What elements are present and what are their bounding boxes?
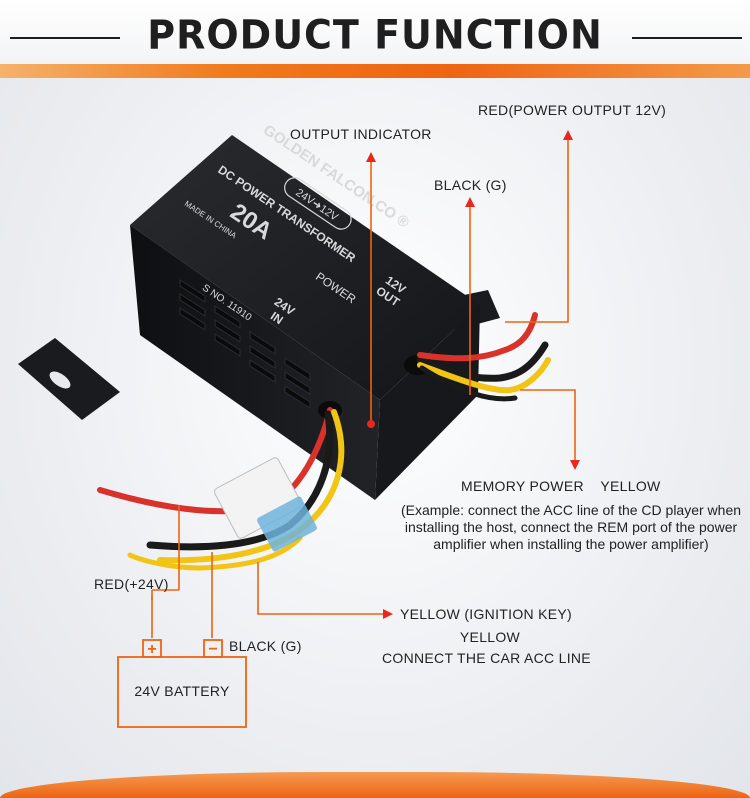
label-connect-acc: CONNECT THE CAR ACC LINE bbox=[382, 650, 591, 666]
page-title: PRODUCT FUNCTION bbox=[147, 11, 603, 59]
label-output-indicator: OUTPUT INDICATOR bbox=[290, 126, 432, 142]
leader-lines bbox=[151, 140, 576, 638]
arrow-up-icon bbox=[563, 130, 573, 140]
label-red-24v: RED(+24V) bbox=[94, 576, 169, 592]
arrow-up-icon bbox=[366, 152, 376, 162]
wire-connector bbox=[213, 457, 317, 552]
label-yellow: YELLOW bbox=[459, 629, 521, 645]
minus-icon: − bbox=[208, 641, 217, 658]
label-black-g-top: BLACK (G) bbox=[434, 177, 507, 193]
memory-power-note: (Example: connect the ACC line of the CD… bbox=[400, 502, 742, 552]
converter-body bbox=[130, 135, 480, 500]
battery-plus-terminal bbox=[142, 639, 162, 658]
arrow-down-icon bbox=[570, 460, 580, 470]
output-wires bbox=[416, 312, 551, 402]
title-rule-left bbox=[10, 37, 120, 39]
label-black-g-bottom: BLACK (G) bbox=[229, 638, 302, 654]
battery-minus-terminal bbox=[203, 639, 223, 658]
title-rule-right bbox=[632, 37, 742, 39]
mounting-flange-left bbox=[18, 338, 120, 420]
plus-icon: + bbox=[147, 641, 156, 658]
arrow-up-icon bbox=[465, 197, 475, 207]
title-band bbox=[0, 0, 750, 75]
output-indicator-led bbox=[367, 420, 375, 428]
arrow-heads bbox=[366, 130, 580, 619]
label-memory-power: MEMORY POWER YELLOW bbox=[461, 478, 661, 494]
battery-label: 24V BATTERY bbox=[134, 683, 230, 699]
orange-accent-band bbox=[0, 64, 750, 78]
label-red-output: RED(POWER OUTPUT 12V) bbox=[478, 102, 667, 118]
battery-diagram: + − bbox=[117, 589, 247, 728]
label-yellow-ignition: YELLOW (IGNITION KEY) bbox=[400, 606, 572, 622]
arrow-right-icon bbox=[383, 609, 393, 619]
